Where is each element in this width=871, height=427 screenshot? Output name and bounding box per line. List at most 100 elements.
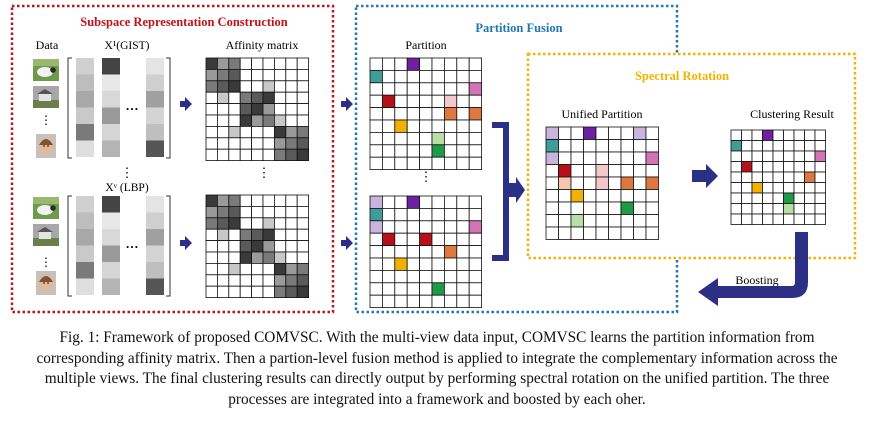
matrix-cell: [751, 140, 763, 152]
matrix-cell: [595, 214, 609, 228]
feature-cell: [146, 278, 164, 295]
matrix-cell: [751, 213, 763, 225]
matrix-cell: [741, 150, 753, 162]
feature-column: [76, 196, 94, 295]
matrix-cell: [394, 282, 408, 296]
matrix-cell: [583, 214, 597, 228]
matrix-cell: [419, 107, 433, 121]
matrix-cell: [804, 192, 816, 204]
matrix-cell: [369, 156, 383, 170]
matrix-cell: [394, 131, 408, 146]
matrix-cell: [468, 144, 483, 158]
matrix-cell: [369, 220, 383, 234]
matrix-cell: [369, 257, 383, 271]
matrix-cell: [419, 282, 433, 296]
matrix-cell: [228, 251, 241, 264]
matrix-cell: [273, 274, 287, 287]
matrix-cell: [793, 161, 805, 173]
matrix-cell: [608, 126, 622, 140]
animal-image: [33, 86, 59, 108]
matrix-cell: [431, 144, 445, 158]
matrix-cell: [406, 131, 421, 146]
matrix-cell: [595, 126, 609, 140]
matrix-cell: [468, 107, 483, 121]
matrix-cell: [431, 220, 445, 234]
matrix-cell: [228, 262, 241, 276]
matrix-cell: [431, 156, 445, 170]
matrix-cell: [456, 220, 470, 234]
matrix-cell: [406, 232, 421, 246]
matrix-cell: [456, 207, 470, 222]
matrix-cell: [456, 195, 470, 209]
barn-roof: [37, 227, 53, 232]
matrix-cell: [468, 131, 483, 146]
matrix-cell: [583, 139, 597, 153]
matrix-cell: [814, 161, 826, 173]
matrix-cell: [406, 207, 421, 222]
matrix-cell: [262, 69, 275, 82]
matrix-cell: [251, 91, 264, 104]
matrix-cell: [456, 57, 470, 71]
matrix-cell: [262, 80, 275, 93]
feature-column: [102, 196, 120, 295]
matrix-cell: [381, 131, 396, 146]
matrix-cell: [296, 228, 310, 241]
matrix-cell: [285, 91, 298, 104]
matrix-cell: [381, 107, 396, 121]
matrix-cell: [251, 262, 264, 276]
matrix-cell: [620, 214, 634, 228]
matrix-cell: [381, 257, 396, 271]
matrix-cell: [216, 217, 230, 230]
matrix-cell: [741, 192, 753, 204]
matrix-cell: [381, 282, 396, 296]
matrix-cell: [783, 129, 795, 141]
matrix-cell: [394, 156, 408, 170]
matrix-cell: [369, 294, 383, 309]
matrix-cell: [228, 194, 241, 207]
matrix-cell: [468, 57, 483, 71]
matrix-cell: [456, 282, 470, 296]
matrix-cell: [620, 226, 634, 240]
matrix-cell: [406, 82, 421, 96]
matrix-cell: [239, 262, 252, 276]
matrix-cell: [285, 251, 298, 264]
matrix-cell: [406, 94, 421, 108]
matrix-cell: [251, 285, 264, 299]
matrix-cell: [296, 251, 310, 264]
matrix-cell: [762, 129, 774, 141]
matrix-cell: [595, 176, 609, 190]
matrix-cell: [814, 182, 826, 194]
matrix-cell: [762, 161, 774, 173]
matrix-cell: [570, 201, 584, 215]
matrix-cell: [804, 171, 816, 183]
feature-cell: [76, 74, 94, 91]
matrix-cell: [406, 282, 421, 296]
feature-cell: [146, 245, 164, 262]
matrix-cell: [456, 70, 470, 84]
matrix-cell: [216, 205, 230, 219]
matrix-cell: [251, 69, 264, 82]
matrix-cell: [216, 114, 230, 127]
column-ellipsis: …: [126, 98, 139, 113]
matrix-cell: [381, 245, 396, 259]
matrix-cell: [814, 213, 826, 225]
matrix-cell: [468, 70, 483, 84]
rotation-arrow: [692, 164, 718, 188]
matrix-cell: [381, 195, 396, 209]
feature-cell: [102, 262, 120, 279]
matrix-cell: [741, 161, 753, 173]
matrix-cell: [369, 70, 383, 84]
matrix-cell: [406, 144, 421, 158]
framework-figure: Subspace Representation Construction Par…: [10, 4, 857, 314]
matrix-cell: [285, 205, 298, 219]
matrix-cell: [216, 228, 230, 241]
feature-cell: [102, 229, 120, 246]
matrix-cell: [633, 226, 647, 240]
feature-cell: [146, 140, 164, 157]
matrix-cell: [262, 103, 275, 116]
matrix-cell: [633, 164, 647, 178]
matrix-cell: [741, 203, 753, 215]
matrix-cell: [545, 176, 559, 190]
matrix-cell: [205, 217, 218, 230]
matrix-cell: [804, 213, 816, 225]
